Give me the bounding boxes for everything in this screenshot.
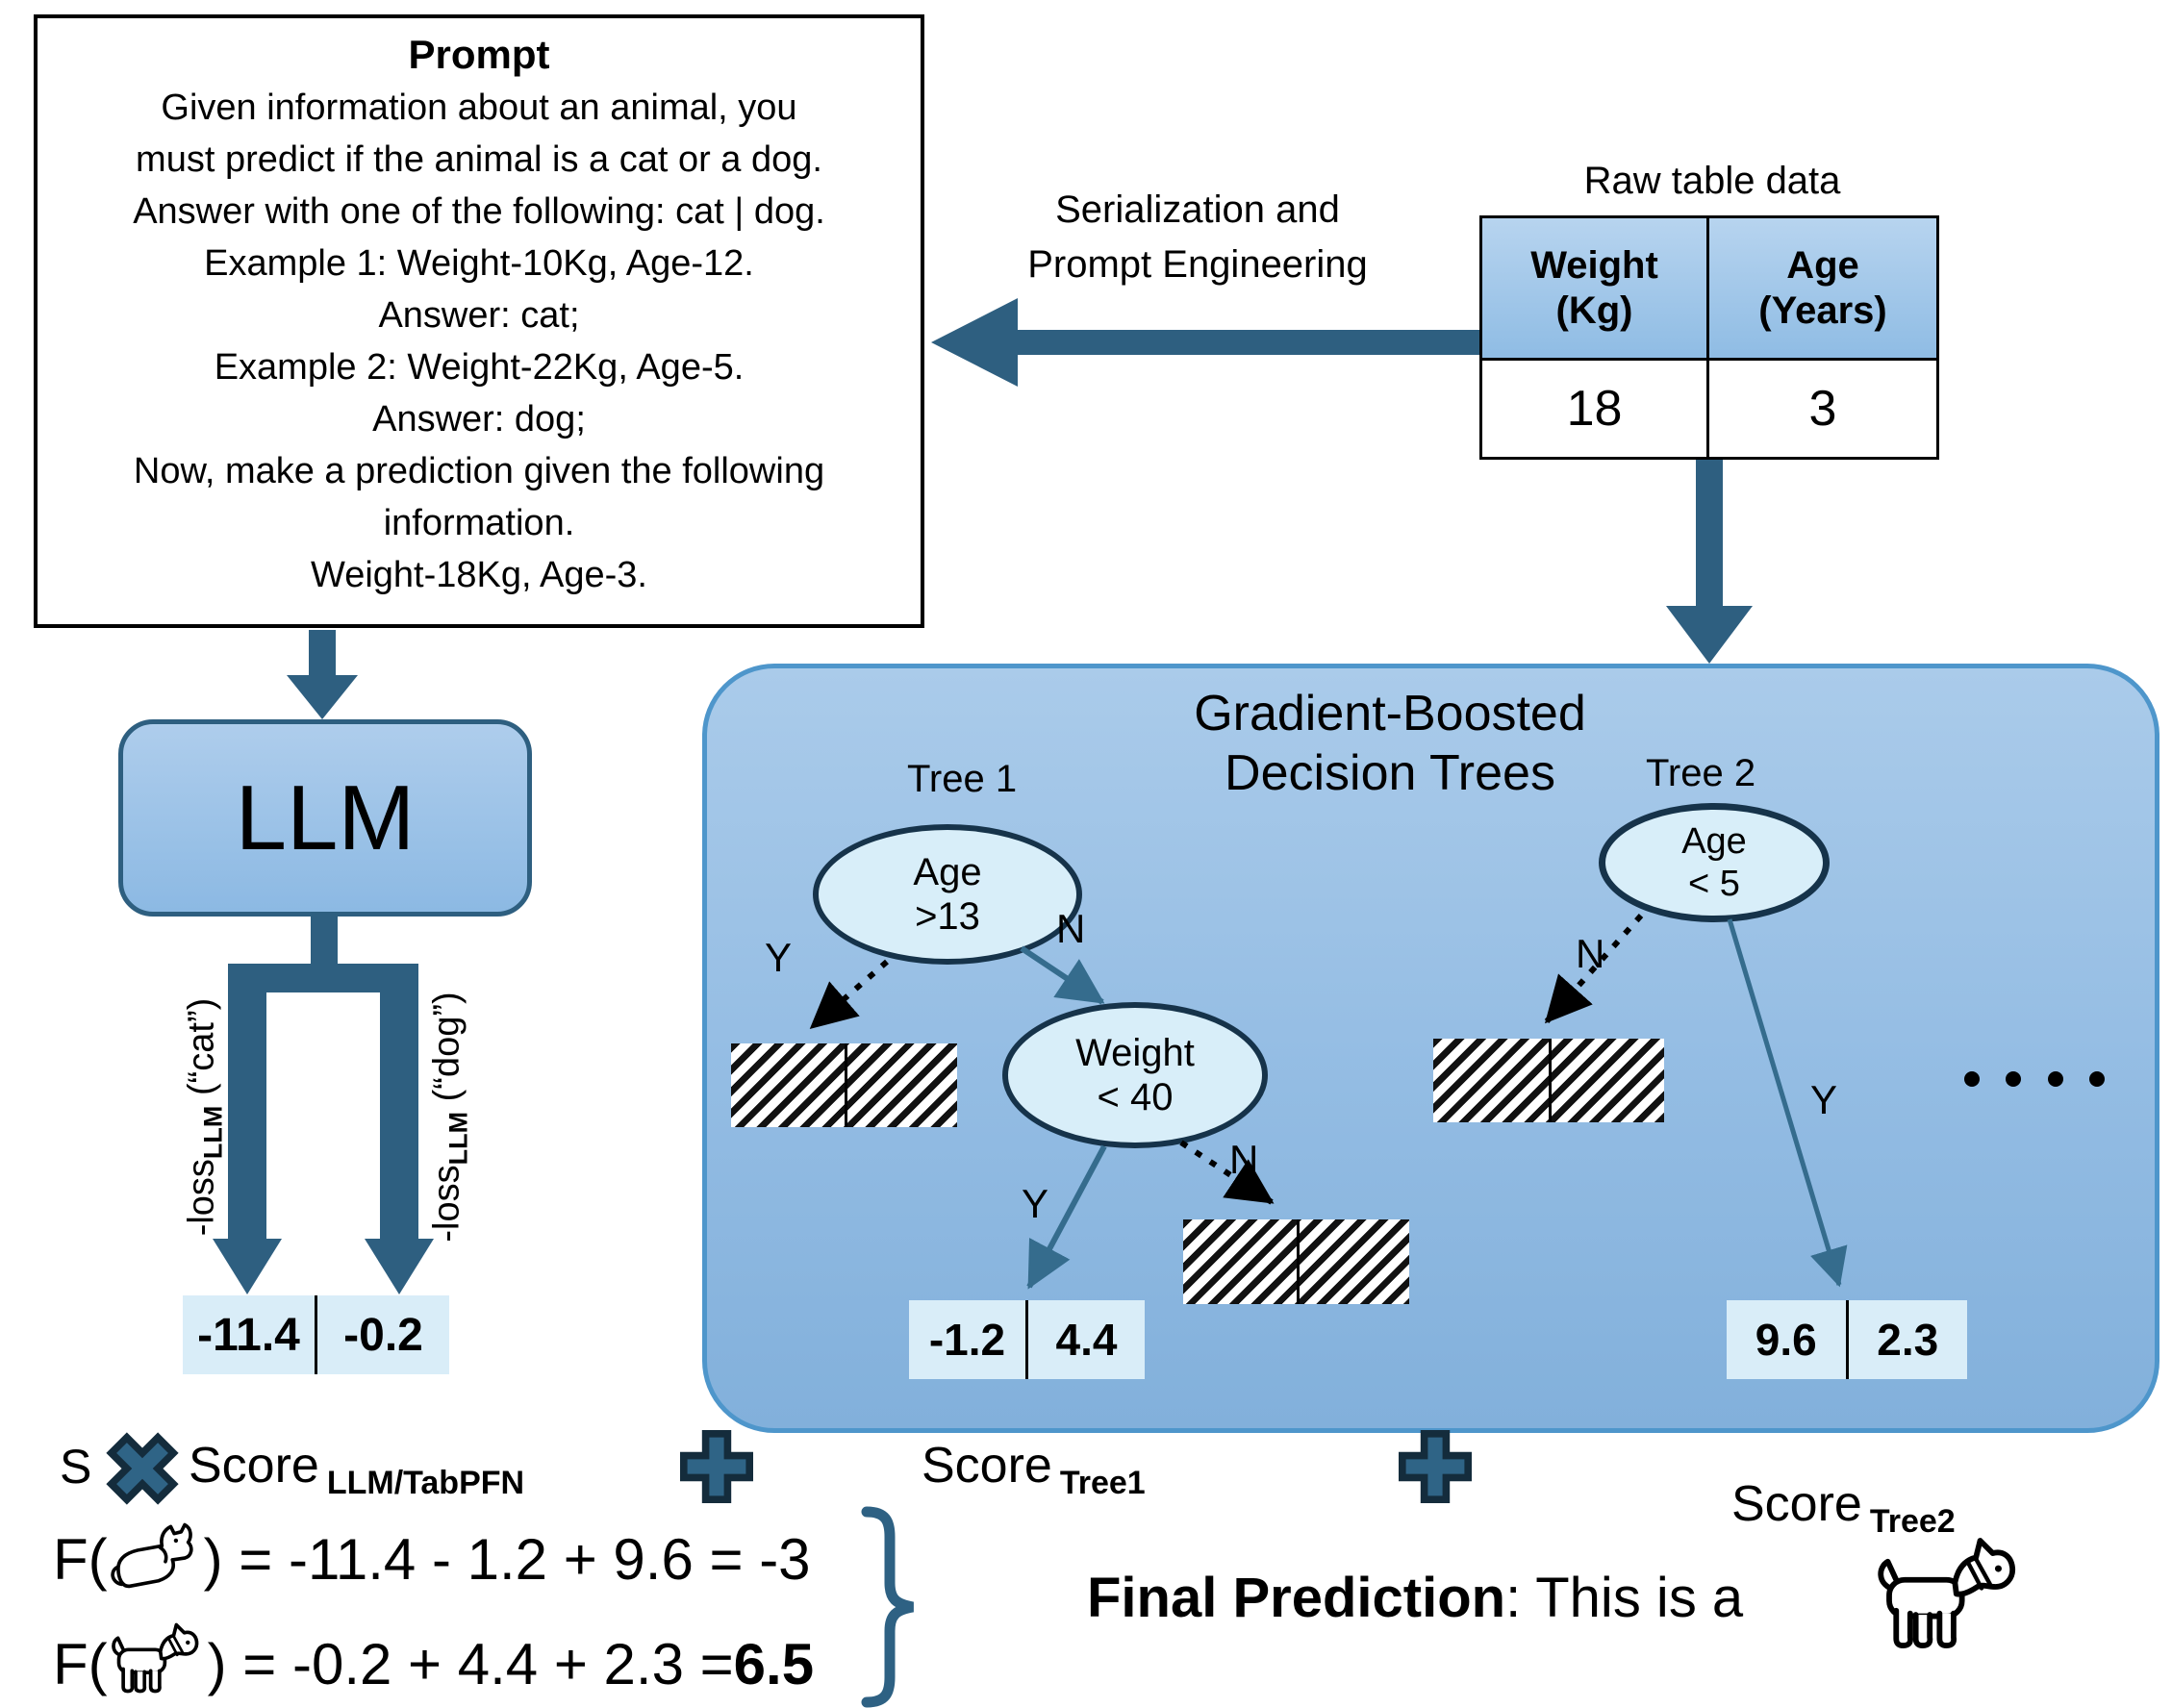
table-cell-weight: 18 [1482,361,1709,457]
tree1-child-node: Weight < 40 [1002,1002,1268,1148]
loss-dog-arrowhead [365,1239,434,1294]
scale-factor-label: S [60,1440,92,1494]
tree2-label: Tree 2 [1645,752,1756,794]
tree1-score-cat: -1.2 [909,1300,1028,1379]
gbdt-title-line1: Gradient-Boosted [1194,686,1586,741]
tree1-score-dog: 4.4 [1055,1315,1118,1365]
llm-score-box: -11.4 -0.2 [183,1295,449,1374]
prompt-line: Example 1: Weight-10Kg, Age-12. [204,243,754,284]
prompt-box: Prompt Given information about an animal… [34,14,924,628]
table-header-age: Age (Years) [1709,218,1936,361]
llm-fork-arm-dog [380,964,418,1243]
tree2-score-dog: 2.3 [1877,1315,1939,1365]
brace-icon [861,1506,915,1708]
equation-cat: F( ) = -11.4 - 1.2 + 9.6 = -3 [53,1518,811,1600]
tree1-root-node: Age >13 [813,824,1082,965]
serialization-arrow [931,298,1479,387]
serialization-line1: Serialization and [1055,188,1340,231]
tree2-yes-label: Y [1810,1077,1838,1122]
prompt-line: must predict if the animal is a cat or a… [136,139,822,180]
tree1-score-box: -1.2 4.4 [909,1300,1145,1379]
prompt-title: Prompt [408,32,550,77]
table-to-gbdt-arrow [1666,460,1753,664]
final-sum-dog: 6.5 [733,1631,815,1696]
tree2-root-node: Age < 5 [1599,803,1830,922]
prompt-line: Example 2: Weight-22Kg, Age-5. [214,347,745,388]
plus-icon [680,1430,753,1503]
table-cell-age: 3 [1709,361,1936,457]
tree1-child-no-label: N [1229,1137,1259,1182]
tree1-label: Tree 1 [906,758,1018,800]
leaf-divider [844,1043,847,1127]
tree1-child-yes-label: Y [1022,1181,1049,1226]
tree1-root-yes-label: Y [765,935,793,980]
leaf-divider [1296,1219,1300,1304]
cat-icon [111,1522,193,1589]
tree1-masked-leaf-left [731,1043,957,1127]
loss-cat-arrowhead [213,1239,282,1294]
equation-dog: F( ) = -0.2 + 4.4 + 2.3 = 6.5 [53,1620,814,1708]
tree2-score-box: 9.6 2.3 [1727,1300,1967,1379]
prompt-to-llm-arrow [287,630,358,719]
dog-icon-large [1878,1538,2015,1648]
gbdt-title-line2: Decision Trees [1225,745,1555,801]
prompt-line: Answer: dog; [372,399,586,440]
raw-table: Weight (Kg) Age (Years) 18 3 [1479,215,1939,460]
final-prediction: Final Prediction: This is a [1087,1567,1744,1629]
llm-fork-arm-cat [228,964,266,1243]
raw-table-title: Raw table data [1583,160,1841,202]
loss-cat-label: -lossLLM (“cat”) [181,997,228,1237]
llm-score-cat: -11.4 [183,1295,317,1374]
loss-dog-label: -lossLLM (“dog”) [426,992,473,1243]
llm-output-stem [311,914,338,973]
prompt-line: Weight-18Kg, Age-3. [311,555,647,595]
llm-box: LLM [118,719,532,917]
llm-label: LLM [235,766,416,869]
dog-icon [111,1622,199,1694]
prompt-line: information. [383,503,575,543]
prompt-line: Answer with one of the following: cat | … [133,191,825,232]
leaf-divider [1549,1039,1552,1122]
tree2-score-cat: 9.6 [1727,1300,1849,1379]
tree2-masked-leaf [1433,1039,1664,1122]
prompt-line: Answer: cat; [378,295,580,336]
multiply-icon [106,1432,179,1505]
prompt-line: Given information about an animal, you [161,88,797,128]
prompt-line: Now, make a prediction given the followi… [133,451,825,491]
more-trees-ellipsis [1964,1071,2105,1087]
serialization-line2: Prompt Engineering [1027,243,1368,286]
tree1-root-no-label: N [1056,906,1086,951]
plus-icon [1399,1430,1472,1503]
tree1-masked-leaf-right [1183,1219,1409,1304]
serialization-label: Serialization and Prompt Engineering [941,183,1454,292]
table-header-weight: Weight (Kg) [1482,218,1709,361]
tree2-no-label: N [1576,931,1605,976]
llm-score-dog: -0.2 [343,1309,423,1361]
